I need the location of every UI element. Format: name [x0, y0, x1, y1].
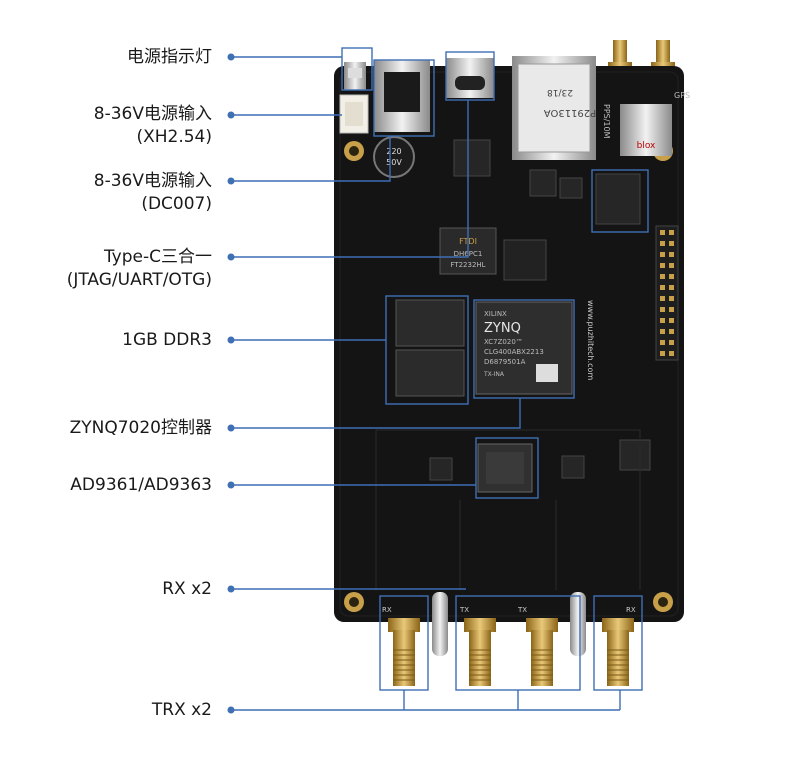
- header-pin: [660, 263, 665, 268]
- header-pin: [660, 307, 665, 312]
- header-pin: [660, 340, 665, 345]
- callout-line: (DC007): [141, 194, 212, 214]
- header-pin: [669, 340, 674, 345]
- header-pin: [669, 329, 674, 334]
- callout-line: 8-36V电源输入: [93, 171, 212, 191]
- zynq-chip: XILINX ZYNQ XC7Z020™ CLG400ABX2213 D6879…: [475, 301, 573, 395]
- callout-line: 电源指示灯: [127, 47, 212, 67]
- header-pin: [669, 307, 674, 312]
- header-pin: [660, 351, 665, 356]
- svg-text:PPS/10M: PPS/10M: [602, 104, 611, 139]
- header-pin: [660, 252, 665, 257]
- header-pin: [669, 318, 674, 323]
- svg-text:50V: 50V: [386, 158, 402, 167]
- callout-label-rf: AD9361/AD9363: [70, 474, 212, 497]
- svg-text:ZYNQ: ZYNQ: [484, 321, 521, 336]
- svg-text:RX: RX: [382, 606, 392, 614]
- callout-label-power-xh: 8-36V电源输入 (XH2.54): [94, 103, 212, 149]
- svg-text:GPS: GPS: [674, 91, 690, 100]
- header-pin: [660, 318, 665, 323]
- header-pin: [669, 285, 674, 290]
- svg-text:XC7Z020™: XC7Z020™: [484, 338, 523, 346]
- ad9361-chip: [477, 443, 533, 493]
- header-pin: [660, 241, 665, 246]
- svg-text:23/18: 23/18: [547, 87, 573, 97]
- header-pin: [669, 351, 674, 356]
- svg-text:TX: TX: [459, 606, 469, 614]
- callout-line: Type-C三合一: [103, 247, 212, 267]
- callout-label-zynq: ZYNQ7020控制器: [70, 417, 212, 440]
- callout-label-typec: Type-C三合一 (JTAG/UART/OTG): [67, 246, 212, 292]
- callout-line: TRX x2: [151, 700, 212, 720]
- power-led-component: [344, 62, 366, 90]
- svg-text:XILINX: XILINX: [484, 310, 507, 318]
- svg-text:TX: TX: [517, 606, 527, 614]
- callout-boxes: [341, 47, 649, 691]
- ethernet-jack: P29113OA 23/18: [512, 56, 596, 160]
- callout-line: (JTAG/UART/OTG): [66, 270, 212, 290]
- callout-line: (XH2.54): [136, 127, 212, 147]
- sma-connector: [464, 618, 496, 686]
- header-pin: [669, 274, 674, 279]
- sma-connector: [388, 618, 420, 686]
- led-light-pipe: [570, 592, 586, 656]
- callout-line: RX x2: [162, 579, 212, 599]
- svg-text:220: 220: [386, 147, 401, 156]
- callout-line: 1GB DDR3: [122, 330, 212, 350]
- svg-text:D6879501A: D6879501A: [484, 358, 526, 366]
- header-pin: [669, 252, 674, 257]
- header-pin: [660, 274, 665, 279]
- sma-connector: [602, 618, 634, 686]
- svg-text:P29113OA: P29113OA: [544, 107, 597, 118]
- header-pin: [660, 296, 665, 301]
- svg-text:blox: blox: [637, 141, 656, 151]
- sma-connector: [526, 618, 558, 686]
- header-pin: [660, 285, 665, 290]
- header-pin: [669, 296, 674, 301]
- svg-text:FT2232HL: FT2232HL: [450, 261, 485, 269]
- callout-line: ZYNQ7020控制器: [69, 418, 212, 438]
- header-pin: [660, 329, 665, 334]
- svg-text:www.puzhitech.com: www.puzhitech.com: [586, 300, 595, 380]
- header-pin: [669, 263, 674, 268]
- svg-text:CLG400ABX2213: CLG400ABX2213: [484, 348, 544, 356]
- gps-module: blox: [620, 104, 672, 156]
- typec-connector: [446, 58, 494, 98]
- ddr3-chips: [395, 299, 465, 397]
- header-pin: [660, 230, 665, 235]
- leader-dots: [227, 53, 235, 714]
- electrolytic-capacitor: 220 50V: [373, 136, 415, 178]
- leader-lines: [233, 56, 621, 711]
- callout-label-trx: TRX x2: [152, 699, 212, 722]
- gpio-header: [655, 225, 679, 361]
- callout-label-power-dc: 8-36V电源输入 (DC007): [94, 170, 212, 216]
- callout-line: 8-36V电源输入: [93, 104, 212, 124]
- callout-label-power-led: 电源指示灯: [127, 46, 212, 69]
- header-pin: [669, 230, 674, 235]
- header-pin: [669, 241, 674, 246]
- led-light-pipe: [432, 592, 448, 656]
- callout-label-ddr: 1GB DDR3: [122, 329, 212, 352]
- svg-text:TX-INA: TX-INA: [483, 371, 505, 378]
- callout-line: AD9361/AD9363: [70, 475, 212, 495]
- svg-text:RX: RX: [626, 606, 636, 614]
- callout-label-rx: RX x2: [162, 578, 212, 601]
